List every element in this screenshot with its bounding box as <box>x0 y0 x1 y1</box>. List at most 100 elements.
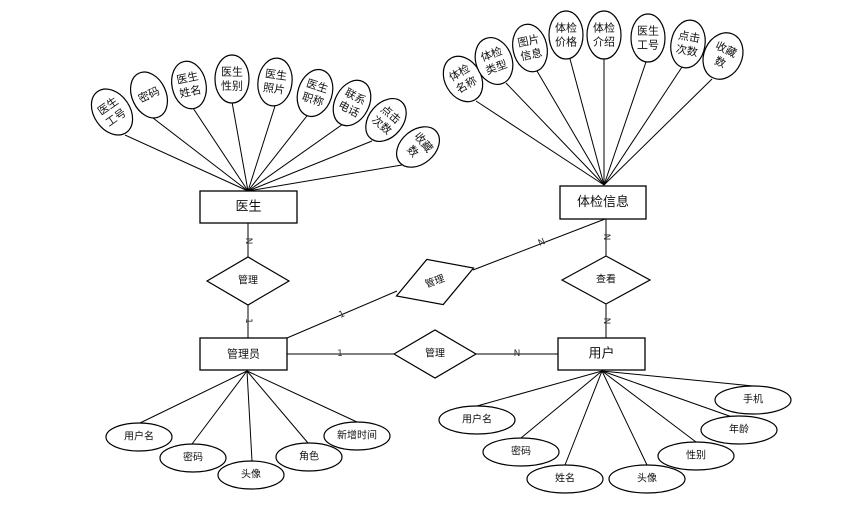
attribute-ellipse <box>702 32 744 80</box>
rel-line <box>472 218 606 271</box>
cardinality-admin-user: 1 <box>337 349 343 359</box>
label-text: 姓名 <box>555 472 575 485</box>
label-text: 头像 <box>241 469 261 481</box>
attribute-link <box>603 66 683 186</box>
user-attribute-6[interactable]: 手机 <box>714 385 792 415</box>
label-text: 用户名 <box>124 430 154 443</box>
attribute-link <box>601 370 754 387</box>
relationship-label: 查看 <box>596 273 616 286</box>
label-text: 信息 <box>519 45 543 63</box>
label-text: 头像 <box>637 473 657 485</box>
attribute-ellipse <box>396 126 440 168</box>
attribute-ellipse <box>657 441 735 471</box>
label-text: 医生 <box>175 69 199 87</box>
entity-admin[interactable]: 管理员 <box>199 337 288 371</box>
relationship-rel-user-checkup[interactable]: 查看 <box>560 255 652 305</box>
cardinality-admin-doctor: 1 <box>243 318 253 324</box>
attribute-link <box>475 100 605 186</box>
relationship-label: 管理 <box>238 274 258 287</box>
entity-doctor[interactable]: 医生 <box>199 190 298 224</box>
attribute-ellipse <box>217 460 285 490</box>
attribute-ellipse <box>323 421 391 451</box>
attribute-link <box>191 370 248 445</box>
label-text: 密码 <box>511 445 531 458</box>
relationship-rel-admin-user[interactable]: 管理 <box>392 329 478 379</box>
user-attribute-5[interactable]: 年龄 <box>700 415 778 445</box>
attribute-link <box>247 111 311 192</box>
label-text: 医生 <box>264 66 288 83</box>
entity-checkup[interactable]: 体检信息 <box>559 185 647 220</box>
cardinality-doctor: N <box>243 238 253 245</box>
attribute-ellipse <box>438 405 516 435</box>
attribute-ellipse <box>257 57 293 107</box>
attribute-ellipse <box>332 79 372 127</box>
checkup-attribute-7[interactable]: 收藏数 <box>696 26 751 86</box>
attribute-link <box>603 78 713 186</box>
entity-box <box>199 190 298 224</box>
admin-attribute-3[interactable]: 角色 <box>275 442 343 472</box>
attribute-ellipse <box>90 88 134 136</box>
doctor-attribute-8[interactable]: 收藏数 <box>389 119 448 176</box>
attribute-ellipse <box>482 437 560 467</box>
attribute-link <box>247 140 373 192</box>
entity-box <box>559 185 647 220</box>
admin-attribute-0[interactable]: 用户名 <box>105 422 173 452</box>
label-text: 用户名 <box>462 413 492 426</box>
relationship-diamond <box>392 329 478 379</box>
attribute-ellipse <box>670 19 706 69</box>
attribute-link <box>505 82 605 186</box>
label-text: 性别 <box>686 449 706 462</box>
rel-line <box>286 290 398 339</box>
attribute-link <box>536 70 605 186</box>
user-attribute-0[interactable]: 用户名 <box>438 405 516 435</box>
admin-attribute-1[interactable]: 密码 <box>159 443 227 473</box>
label-text: 职称 <box>300 89 325 109</box>
entity-box <box>557 337 646 371</box>
label-text: 性别 <box>221 79 243 93</box>
entity-user[interactable]: 用户 <box>557 337 646 371</box>
relationship-rel-admin-doctor[interactable]: 管理 <box>205 256 291 306</box>
entity-box <box>199 337 288 371</box>
relationship-diamond <box>560 255 652 305</box>
relationship-diamond <box>205 256 291 306</box>
user-attribute-3[interactable]: 头像 <box>608 464 686 494</box>
user-attribute-1[interactable]: 密码 <box>482 437 560 467</box>
admin-attribute-2[interactable]: 头像 <box>217 460 285 490</box>
cardinality-admin-checkup: 1 <box>337 309 346 320</box>
label-text: 价格 <box>555 35 577 49</box>
label-text: 医生 <box>637 24 659 38</box>
attribute-link <box>231 101 249 192</box>
label-text: 年龄 <box>729 423 749 436</box>
entity-label: 医生 <box>235 200 261 215</box>
label-text: 手机 <box>743 393 763 406</box>
diagram-shapes: 医生工号密码医生姓名医生性别医生照片医生职称联系电话点击次数收藏数体检名称体检类… <box>83 10 792 494</box>
doctor-attribute-1[interactable]: 密码 <box>123 66 174 124</box>
attribute-ellipse <box>608 464 686 494</box>
label-text: 图片 <box>516 33 540 50</box>
attribute-link <box>601 370 648 466</box>
label-text: 次数 <box>675 42 699 60</box>
user-attribute-2[interactable]: 姓名 <box>526 464 604 494</box>
label-text: 工号 <box>637 39 659 52</box>
attribute-link <box>246 370 358 423</box>
attribute-link <box>192 107 249 192</box>
user-attribute-4[interactable]: 性别 <box>657 441 735 471</box>
admin-attribute-4[interactable]: 新增时间 <box>323 421 391 451</box>
relationship-rel-admin-checkup[interactable]: 管理 <box>388 245 481 318</box>
attribute-link <box>152 117 249 192</box>
